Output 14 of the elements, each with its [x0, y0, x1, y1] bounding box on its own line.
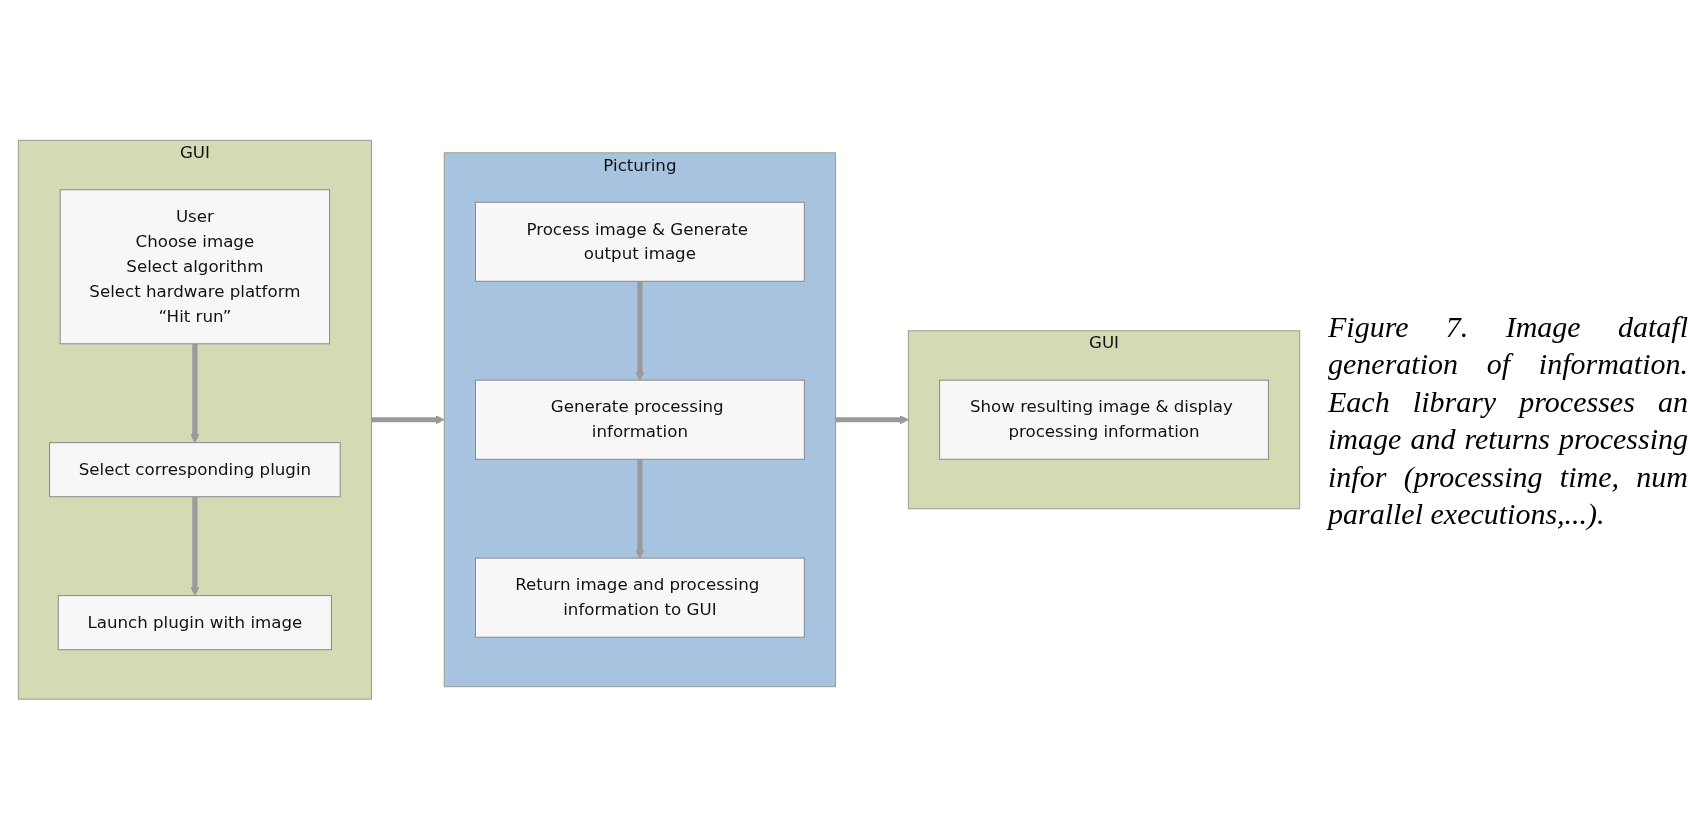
arrow: [190, 344, 200, 444]
arrow: [835, 415, 909, 425]
node-box: Select corresponding plugin: [49, 442, 341, 498]
arrow: [635, 281, 645, 381]
arrow: [190, 497, 200, 597]
node-box: Launch plugin with image: [57, 595, 332, 651]
arrow: [371, 415, 445, 425]
node-box: Return image and processing information to GUI: [474, 557, 805, 638]
node-box: User Choose image Select algorithm Select hardware platform “Hit run”: [59, 189, 331, 345]
arrow: [635, 459, 645, 559]
node-box: Generate processing information: [474, 379, 805, 461]
figure-caption: Figure 7. Image datafl generation of information. Each library processes an image and returns processing infor (processing time, num parallel executions,...).: [1328, 308, 1688, 532]
node-box: Process image & Generate output image: [474, 202, 805, 283]
node-box: Show resulting image & display processing information: [939, 379, 1269, 461]
